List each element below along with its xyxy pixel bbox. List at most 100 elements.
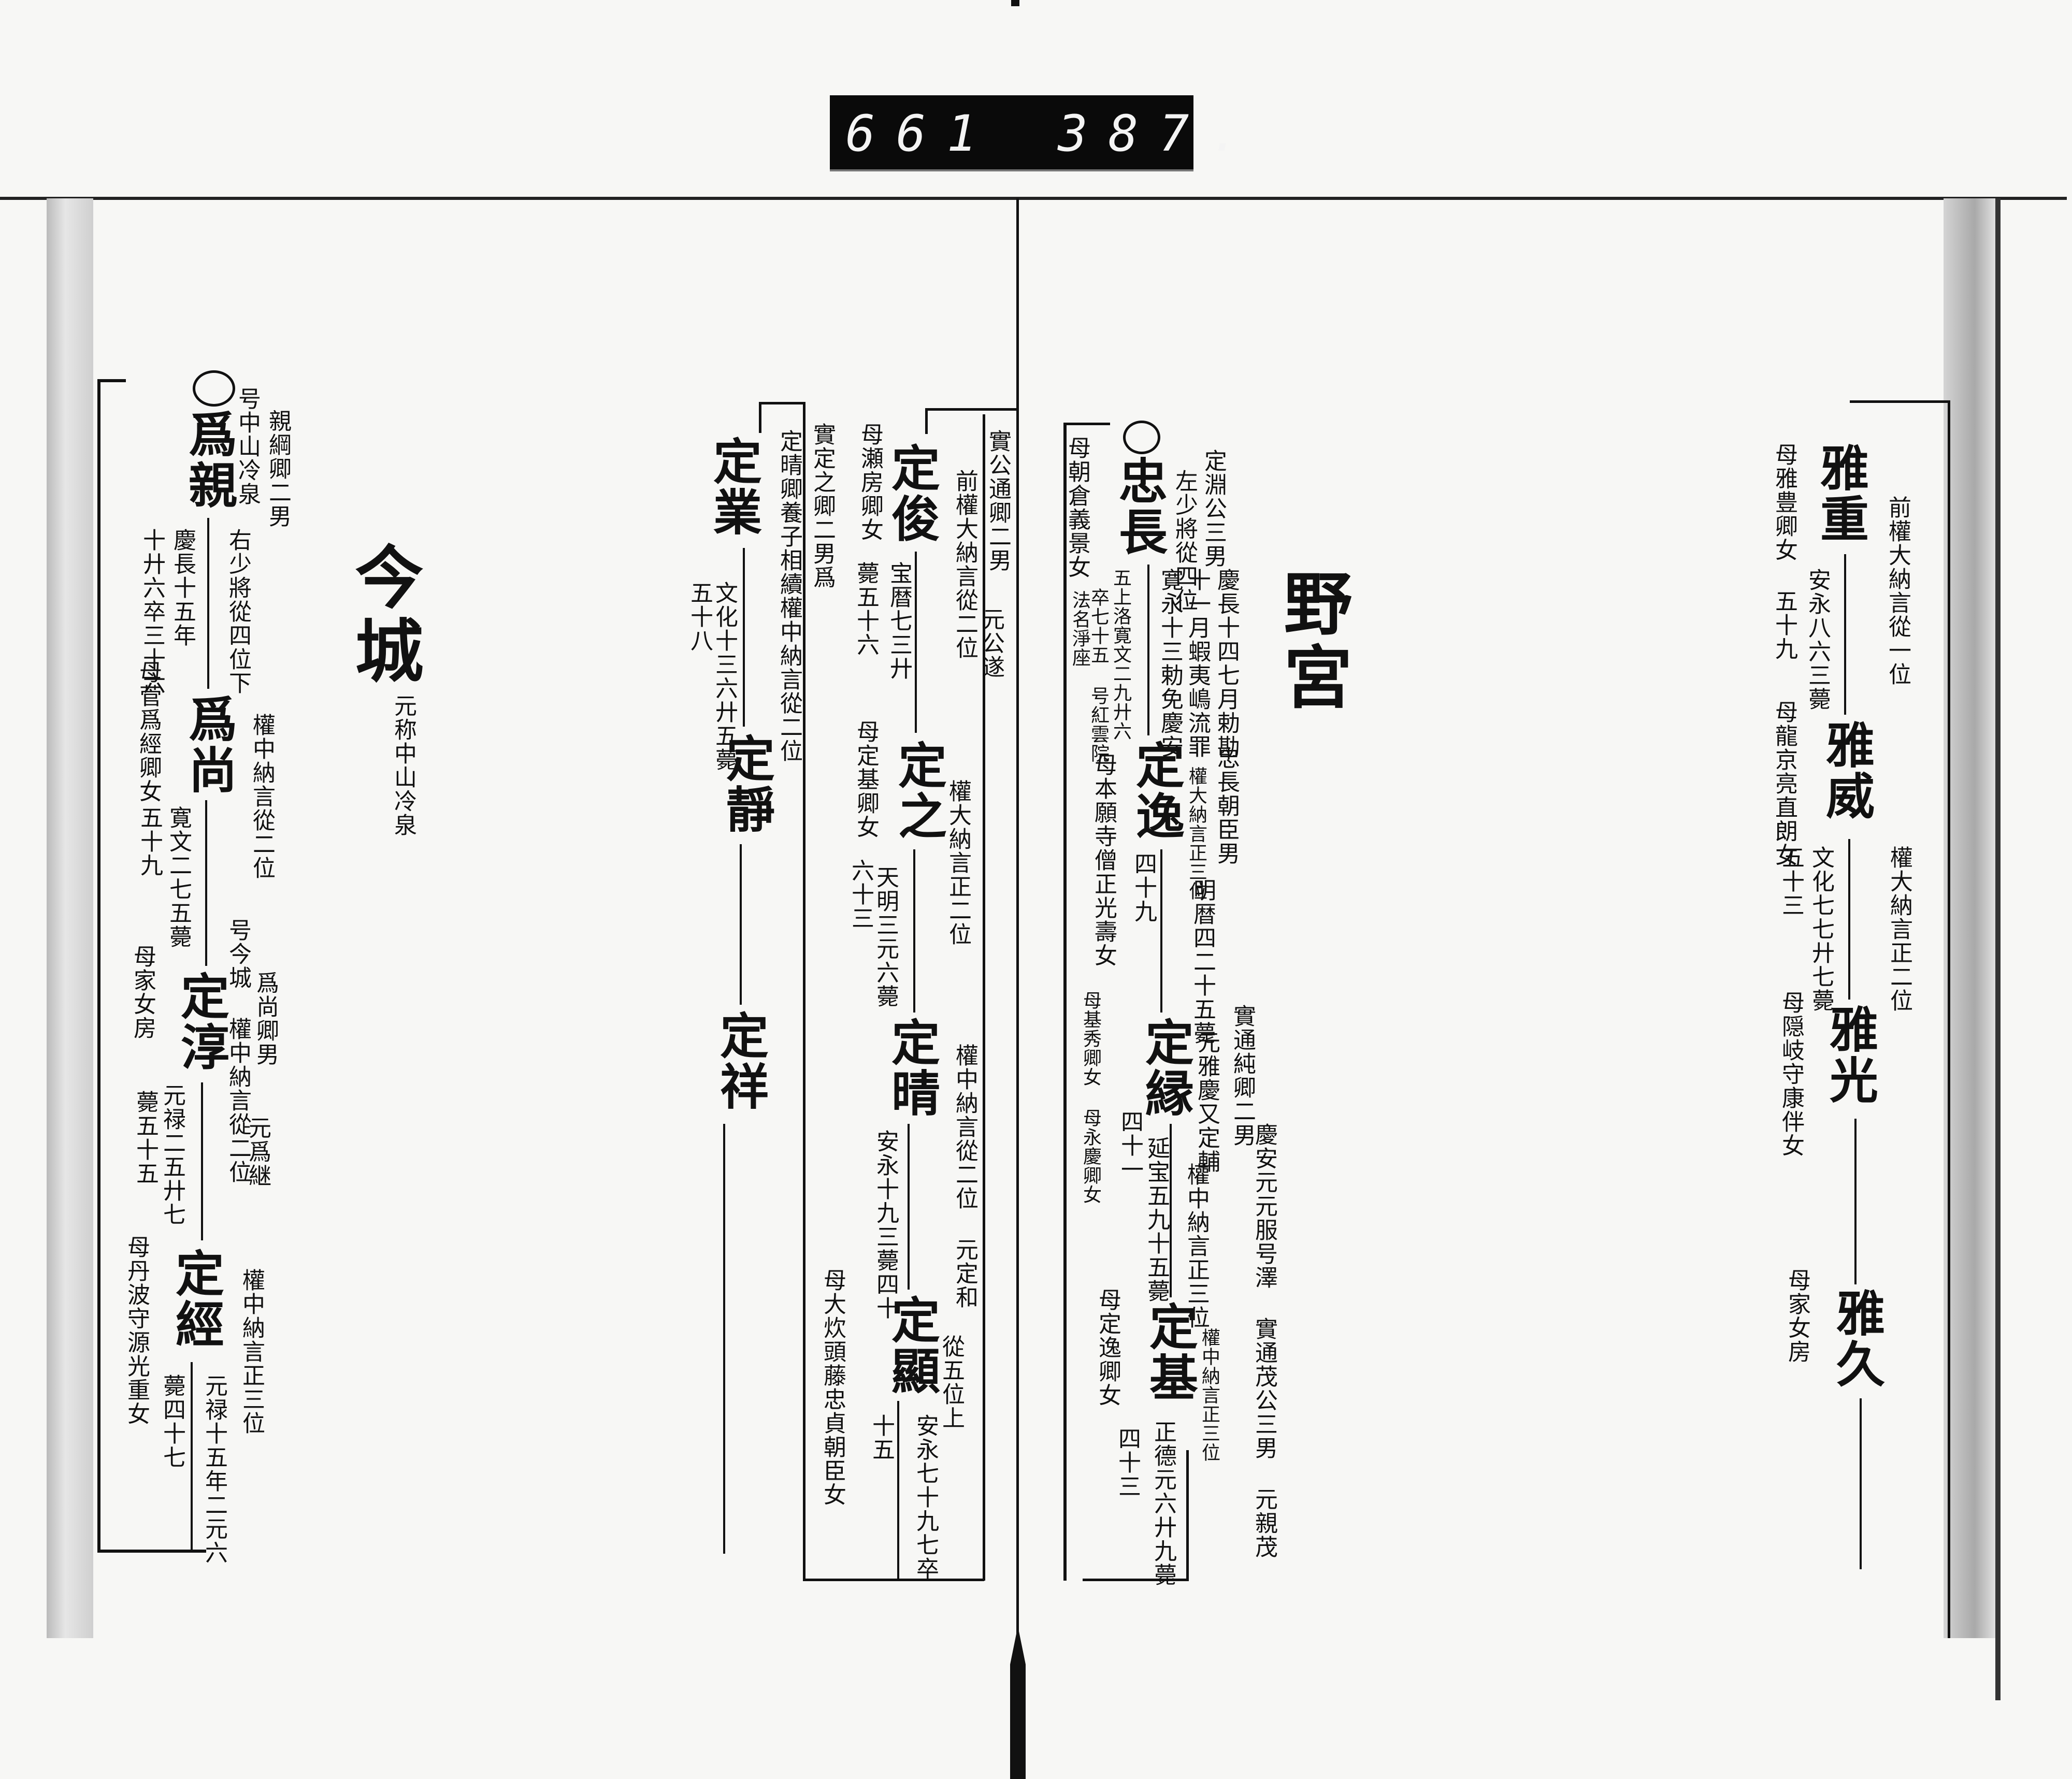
member-note: 元公遂 bbox=[978, 608, 1004, 679]
heir-circle-mark bbox=[1123, 421, 1160, 454]
member-name: 定縁 bbox=[1137, 1017, 1194, 1119]
member-note: 号今城 權中納言從二位 bbox=[225, 918, 251, 1184]
right-border bbox=[1995, 198, 2001, 1700]
member-note: 慶安元元服号澤 實通茂公三男 元親茂 bbox=[1251, 1123, 1277, 1559]
member-note: 忠長朝臣男 bbox=[1213, 746, 1240, 865]
member-note: 薨四十七 bbox=[159, 1374, 185, 1469]
lineage-line bbox=[1160, 849, 1162, 1013]
member-note: 五十九 bbox=[136, 806, 163, 877]
member-note: 四十三 bbox=[1114, 1427, 1141, 1498]
lineage-line bbox=[915, 552, 917, 733]
member-note: 十五 bbox=[868, 1414, 895, 1462]
binding-spine bbox=[1010, 1626, 1026, 1779]
member-name: 定基 bbox=[1141, 1301, 1198, 1403]
member-note: 前權大納言從二位 bbox=[952, 469, 978, 660]
member-note: 實通純卿二男 bbox=[1229, 1004, 1256, 1147]
member-note: 天明三元六薨 bbox=[872, 865, 899, 1008]
member-note: 十廾六卒三十六 bbox=[139, 528, 165, 695]
member-note: 母大炊頭藤忠貞朝臣女 bbox=[819, 1268, 846, 1507]
member-name: 雅光 bbox=[1821, 1004, 1878, 1106]
top-tab-mark bbox=[1011, 0, 1019, 6]
member-name: 雅重 bbox=[1812, 443, 1869, 544]
member-note: 母雅豊卿女 五十九 bbox=[1771, 443, 1797, 661]
right-page-edge bbox=[1944, 198, 1995, 1638]
lineage-line bbox=[1844, 554, 1846, 715]
member-note: 延宝五九十五薨 bbox=[1143, 1136, 1170, 1303]
lineage-line bbox=[191, 1362, 193, 1551]
member-note: 五十三 bbox=[1778, 846, 1804, 917]
bracket-line bbox=[925, 408, 928, 434]
member-note: 正德元六廾九薨 bbox=[1150, 1420, 1176, 1587]
lineage-line bbox=[897, 1401, 899, 1580]
member-note: 慶長十五年 bbox=[169, 528, 196, 647]
member-name: 定俊 bbox=[883, 443, 940, 544]
member-note: 實定之卿二男爲 bbox=[809, 423, 836, 589]
member-note: 親綱卿二男 bbox=[265, 409, 291, 528]
bracket-line bbox=[925, 408, 1017, 411]
member-note: 寛永十三勅免慶安 bbox=[1157, 568, 1183, 759]
member-note: 文化七七廾七薨 bbox=[1808, 846, 1834, 1013]
member-note: 四十九 bbox=[1130, 852, 1157, 923]
member-note: 元雅慶又定輔 bbox=[1193, 1031, 1220, 1174]
member-note: 實公通卿二男 bbox=[985, 429, 1011, 572]
member-note: 母本願寺僧正光壽女 bbox=[1090, 753, 1117, 967]
family-title-nonomiya: 野宮 bbox=[1272, 568, 1352, 715]
bracket-line bbox=[803, 1579, 984, 1581]
member-note: 宝暦七三廾 bbox=[886, 561, 912, 681]
bracket-line bbox=[97, 1550, 206, 1553]
family-title-note: 元称中山冷泉 bbox=[390, 694, 416, 837]
member-name: 定經 bbox=[167, 1248, 224, 1350]
member-name: 定靜 bbox=[718, 733, 775, 835]
bracket-line bbox=[803, 402, 805, 1581]
bracket-line bbox=[759, 402, 761, 433]
member-note: 從五位上 bbox=[938, 1335, 965, 1430]
member-name: 定之 bbox=[890, 740, 947, 842]
member-note: 右少將從四位下 bbox=[225, 528, 251, 695]
member-note: 寛文二七五薨 bbox=[165, 806, 192, 949]
member-note: 安永十九三薨四十 bbox=[872, 1130, 899, 1320]
bracket-line bbox=[1186, 1450, 1189, 1581]
member-note: 權中納言從二位 bbox=[249, 713, 275, 880]
bracket-line bbox=[1083, 1579, 1189, 1581]
member-note: 定晴卿養子相續權中納言從二位 bbox=[776, 429, 802, 763]
left-page-edge bbox=[47, 198, 93, 1638]
member-note: 元禄二五廾七 bbox=[159, 1083, 185, 1226]
top-rule bbox=[0, 197, 2067, 200]
lineage-line bbox=[205, 800, 207, 966]
lineage-line bbox=[207, 518, 209, 689]
member-note: 權大納言正二位 bbox=[945, 779, 971, 946]
binding-line bbox=[1016, 198, 1019, 1779]
bracket-line bbox=[759, 402, 805, 404]
member-note: 六十三 bbox=[847, 859, 874, 930]
member-note: 母菅爲經卿女 bbox=[135, 660, 162, 803]
member-note: 安永七十九七卒 bbox=[912, 1414, 939, 1581]
lineage-line bbox=[1147, 565, 1149, 735]
member-note: 号中山冷泉 bbox=[234, 387, 261, 506]
family-title-imaki: 今城 bbox=[343, 542, 424, 689]
member-note: 權大納言正二位 bbox=[1886, 846, 1912, 1013]
member-note: 權中納言正三位 bbox=[238, 1268, 265, 1435]
member-note: 母家女房 bbox=[1784, 1268, 1810, 1364]
lineage-line bbox=[1848, 839, 1850, 1000]
member-note: 母定逸卿女 bbox=[1095, 1288, 1121, 1407]
bracket-line bbox=[1948, 400, 1950, 1638]
member-note: 法名淨座 bbox=[1069, 590, 1090, 667]
member-note: 薨五十五 bbox=[132, 1090, 159, 1185]
member-note: 爲尚卿男 bbox=[252, 971, 279, 1066]
member-note: 母瀬房卿女 bbox=[857, 423, 883, 542]
member-note: 母家女房 bbox=[130, 945, 156, 1040]
heir-circle-mark bbox=[193, 370, 235, 407]
member-note: 權中納言從二位 元定和 bbox=[952, 1044, 978, 1309]
lineage-line bbox=[740, 844, 742, 1005]
member-note: 權中納言正三位 bbox=[1199, 1328, 1220, 1462]
member-note: 五上洛寛文二九廾六 bbox=[1110, 568, 1131, 741]
member-note: 慶長十四七月勅勘 bbox=[1213, 568, 1240, 759]
member-name: 爲親 bbox=[180, 409, 237, 511]
lineage-line bbox=[743, 548, 745, 727]
member-note: 前權大納言從一位 bbox=[1884, 496, 1911, 686]
lineage-line bbox=[723, 1124, 725, 1554]
bracket-line bbox=[1063, 423, 1067, 1581]
member-note: 元禄十五年二元六 bbox=[201, 1374, 227, 1565]
lineage-line bbox=[913, 849, 915, 1013]
member-note: 母朝倉義景女 bbox=[1064, 436, 1090, 579]
